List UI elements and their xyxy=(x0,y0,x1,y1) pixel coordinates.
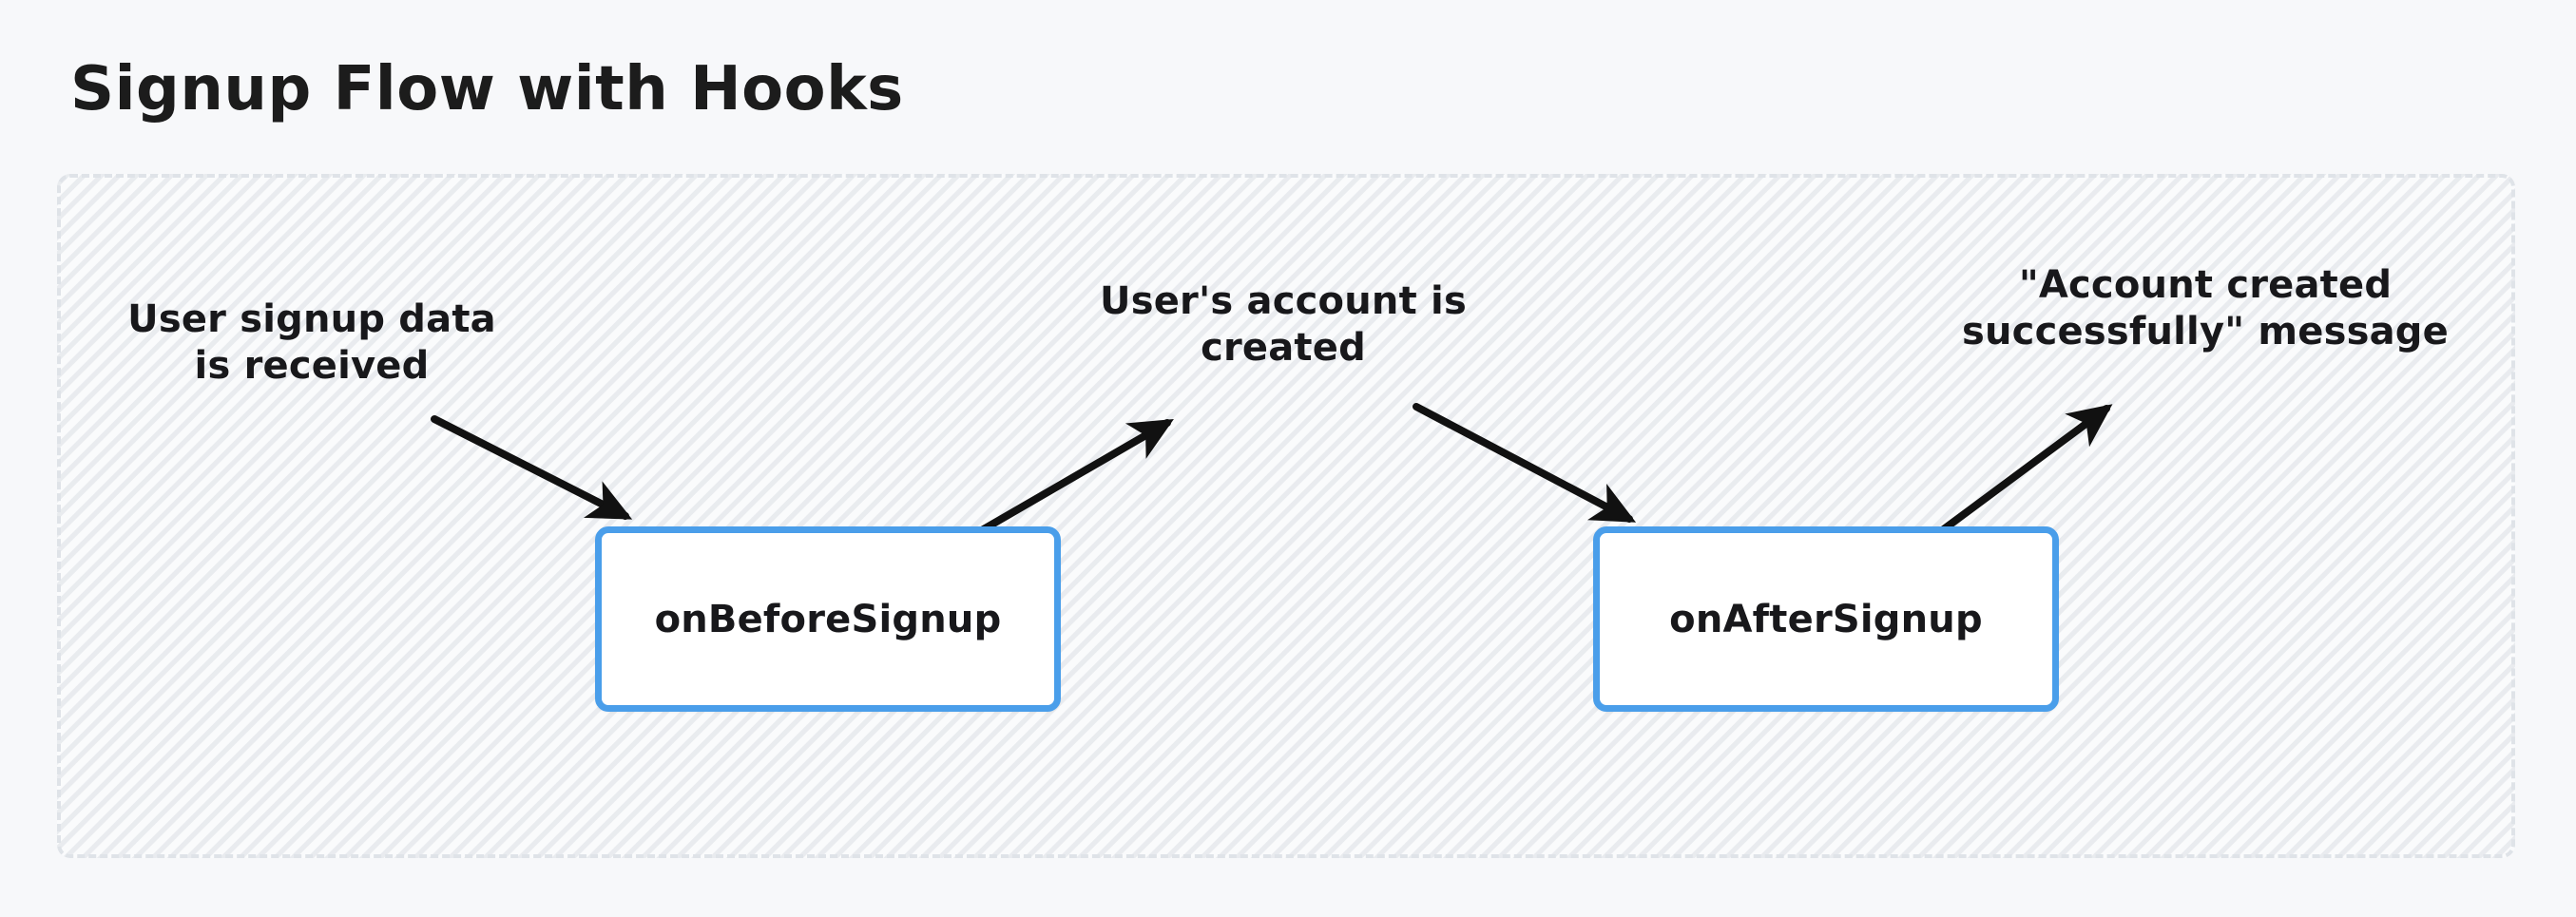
node-on-after-signup[interactable]: onAfterSignup xyxy=(1593,526,2059,712)
edge-label-signup-data-received: User signup data is received xyxy=(127,297,496,388)
node-on-before-signup[interactable]: onBeforeSignup xyxy=(595,526,1061,712)
node-label-on-after-signup: onAfterSignup xyxy=(1669,597,1983,641)
node-label-on-before-signup: onBeforeSignup xyxy=(654,597,1002,641)
edge-label-account-created: User's account is created xyxy=(1100,279,1467,370)
edge-label-success-message: "Account created successfully" message xyxy=(1962,263,2449,353)
page-title: Signup Flow with Hooks xyxy=(70,54,904,124)
